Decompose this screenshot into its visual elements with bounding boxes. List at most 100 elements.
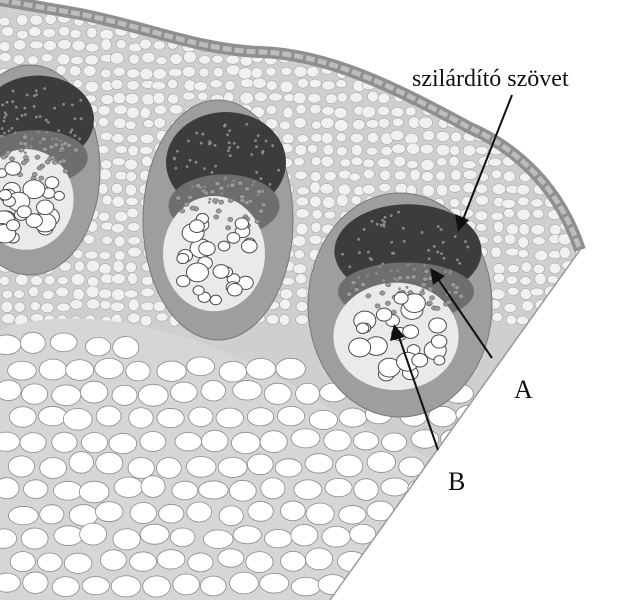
phloem-cell bbox=[351, 280, 356, 284]
cortex-cell bbox=[574, 67, 584, 77]
cortex-cell bbox=[41, 53, 53, 62]
cortex-cell bbox=[168, 94, 179, 104]
pith-cell bbox=[442, 573, 470, 592]
pith-cell bbox=[52, 577, 79, 597]
cortex-cell bbox=[281, 26, 292, 38]
pith-cell bbox=[201, 381, 225, 401]
sclerenchyma-cell bbox=[367, 251, 370, 254]
sclerenchyma-cell bbox=[226, 133, 229, 136]
pith-cell bbox=[189, 407, 213, 427]
pith-cell bbox=[170, 528, 195, 547]
cortex-cell bbox=[461, 55, 474, 63]
sclerenchyma-cell bbox=[211, 171, 214, 174]
pith-cell bbox=[143, 576, 171, 597]
cortex-cell bbox=[280, 289, 292, 300]
cortex-cell bbox=[57, 277, 68, 285]
pith-cell bbox=[339, 408, 367, 427]
phloem-cell bbox=[361, 282, 366, 286]
pith-cell bbox=[128, 457, 154, 478]
cortex-cell bbox=[126, 197, 138, 205]
pith-cell bbox=[157, 458, 182, 479]
cortex-cell bbox=[493, 221, 503, 232]
phloem-cell bbox=[190, 206, 195, 210]
pith-cell bbox=[442, 530, 470, 549]
cortex-cell bbox=[532, 120, 544, 130]
phloem-cell bbox=[39, 176, 44, 180]
sclerenchyma-cell bbox=[176, 150, 179, 153]
cortex-cell bbox=[392, 118, 403, 127]
cortex-cell bbox=[493, 263, 505, 274]
cortex-cell bbox=[269, 93, 282, 102]
cortex-cell bbox=[292, 236, 306, 247]
sclerenchyma-cell bbox=[390, 214, 393, 217]
cortex-cell bbox=[450, 27, 463, 37]
xylem-vessel bbox=[186, 263, 208, 282]
sclerenchyma-cell bbox=[228, 146, 231, 149]
bundle-right bbox=[308, 193, 492, 417]
pith-cell bbox=[114, 477, 143, 497]
pith-cell bbox=[170, 382, 197, 402]
cortex-cell bbox=[43, 28, 56, 37]
cortex-cell bbox=[238, 68, 252, 80]
cortex-cell bbox=[363, 56, 373, 65]
pith-cell bbox=[157, 361, 186, 381]
phloem-cell bbox=[226, 226, 231, 230]
pith-cell bbox=[351, 577, 378, 596]
cortex-cell bbox=[578, 133, 588, 143]
pith-cell bbox=[8, 506, 38, 524]
sclerenchyma-cell bbox=[423, 264, 426, 267]
cortex-cell bbox=[127, 107, 140, 118]
phloem-cell bbox=[187, 195, 192, 199]
sclerenchyma-cell bbox=[30, 145, 33, 148]
cortex-cell bbox=[337, 29, 350, 40]
cortex-cell bbox=[588, 289, 598, 297]
cortex-cell bbox=[279, 121, 290, 130]
pith-cell bbox=[427, 552, 454, 574]
cortex-cell bbox=[312, 209, 322, 219]
xylem-vessel bbox=[193, 286, 204, 295]
cortex-cell bbox=[394, 171, 406, 181]
cortex-cell bbox=[381, 41, 393, 52]
cortex-cell bbox=[311, 29, 324, 39]
cortex-cell bbox=[85, 55, 99, 65]
cortex-cell bbox=[141, 302, 154, 311]
cortex-cell bbox=[297, 135, 309, 143]
xylem-vessel bbox=[36, 200, 53, 215]
sclerenchyma-cell bbox=[220, 192, 223, 195]
cortex-cell bbox=[337, 92, 347, 102]
cortex-cell bbox=[559, 315, 571, 327]
sclerenchyma-cell bbox=[440, 228, 443, 231]
cortex-cell bbox=[563, 142, 574, 154]
sclerenchyma-cell bbox=[443, 257, 446, 260]
sclerenchyma-cell bbox=[1, 103, 4, 106]
cortex-cell bbox=[506, 315, 517, 325]
cortex-cell bbox=[392, 144, 406, 154]
cortex-cell bbox=[297, 187, 309, 195]
pith-cell bbox=[186, 457, 216, 478]
cortex-cell bbox=[141, 288, 155, 297]
pith-cell bbox=[426, 505, 452, 525]
cortex-cell bbox=[336, 147, 347, 156]
pith-cell bbox=[112, 385, 137, 405]
phloem-cell bbox=[59, 147, 64, 151]
cortex-cell bbox=[266, 67, 276, 76]
cortex-cell bbox=[125, 184, 136, 196]
pith-cell bbox=[52, 432, 77, 452]
cortex-cell bbox=[381, 146, 393, 156]
cortex-cell bbox=[518, 117, 532, 128]
sclerenchyma-cell bbox=[224, 176, 227, 179]
cortex-cell bbox=[311, 222, 321, 232]
cortex-cell bbox=[519, 94, 532, 106]
cortex-cell bbox=[210, 80, 223, 88]
cortex-cell bbox=[57, 54, 70, 65]
cortex-cell bbox=[379, 66, 389, 75]
cortex-cell bbox=[212, 55, 224, 63]
cortex-cell bbox=[171, 14, 182, 23]
cortex-cell bbox=[351, 157, 363, 166]
cortex-cell bbox=[572, 157, 584, 168]
sclerenchyma-cell bbox=[39, 115, 42, 118]
cortex-cell bbox=[70, 300, 83, 310]
pith-cell bbox=[21, 528, 48, 549]
cortex-cell bbox=[251, 68, 262, 79]
cortex-cell bbox=[475, 53, 488, 64]
